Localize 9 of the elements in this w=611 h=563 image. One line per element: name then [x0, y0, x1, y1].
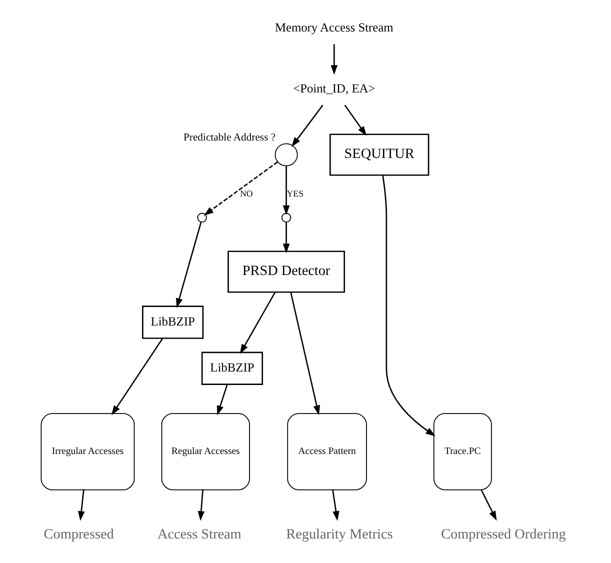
- node-text: Access Stream: [157, 526, 241, 542]
- node-text: Compressed Ordering: [440, 526, 566, 542]
- node-text: <Point_ID, EA>: [292, 81, 375, 96]
- edge-label: YES: [286, 188, 304, 198]
- node-text: Regularity Metrics: [286, 526, 392, 542]
- node-label: Predictable Address ?: [183, 132, 276, 144]
- edge-label: NO: [239, 188, 252, 198]
- node-text: Memory Access Stream: [274, 20, 393, 34]
- node-text: Compressed: [43, 526, 114, 542]
